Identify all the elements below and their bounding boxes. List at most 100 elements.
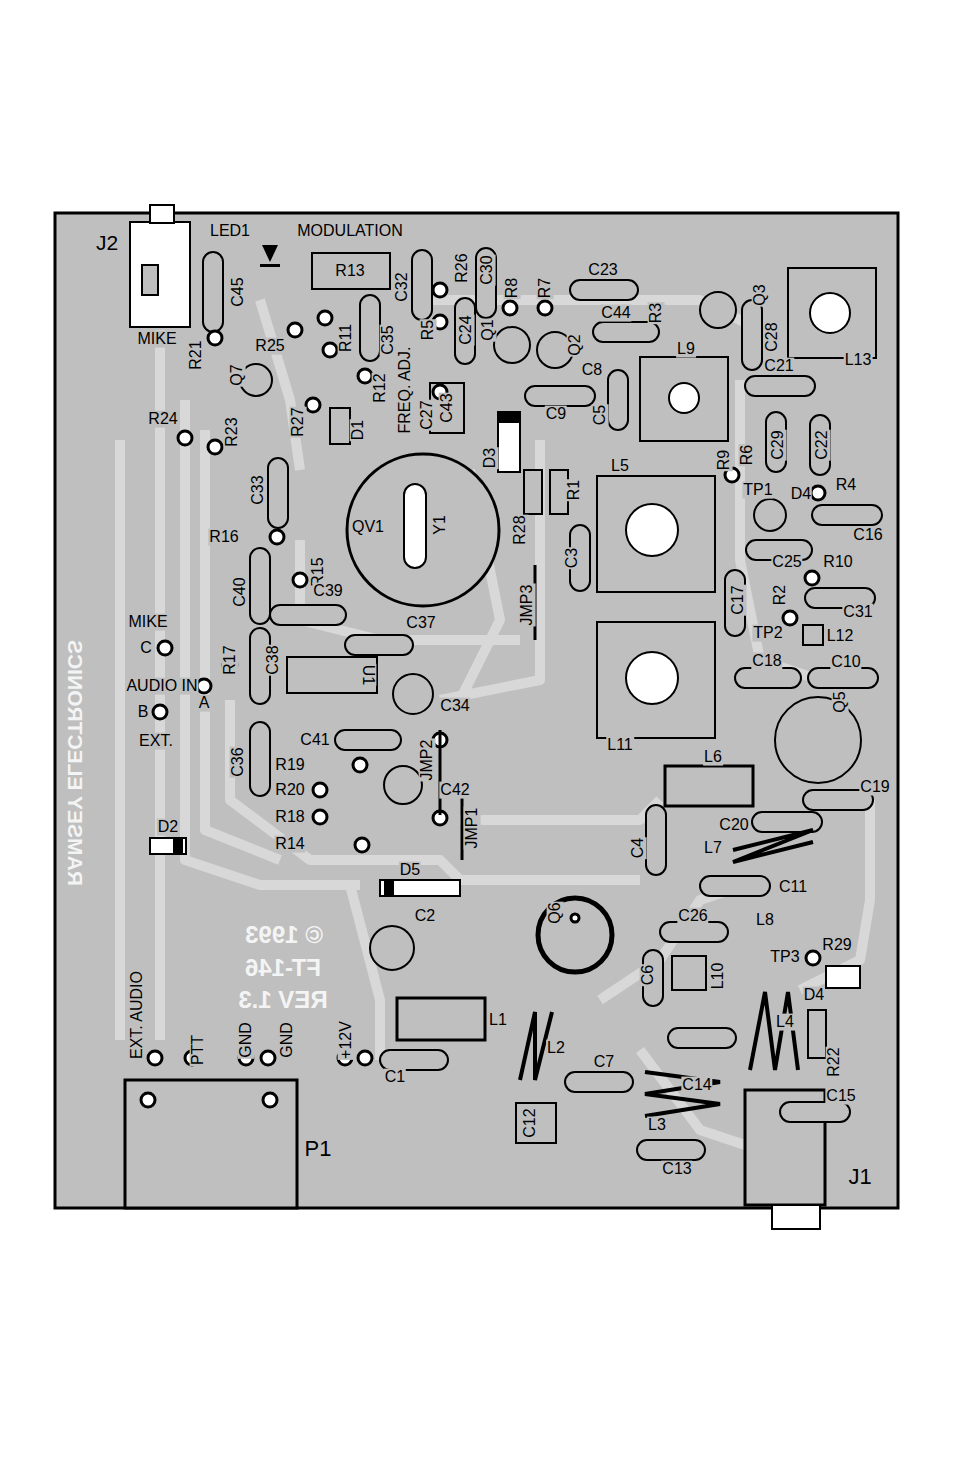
silkscreen-label: C36 — [230, 746, 247, 777]
silkscreen-label: R11 — [338, 323, 355, 353]
silkscreen-label: C27 — [419, 399, 436, 430]
silkscreen-label: D3 — [482, 447, 499, 469]
silkscreen-label: R12 — [372, 372, 389, 403]
silkscreen-label: B — [137, 704, 150, 721]
silkscreen-label: R5 — [420, 319, 437, 341]
silkscreen-label: JMP2 — [419, 739, 436, 782]
silkscreen-label: C34 — [439, 698, 470, 715]
silkscreen-label: L13 — [844, 352, 873, 369]
silkscreen-label: R22 — [826, 1046, 843, 1077]
silkscreen-label: C28 — [764, 321, 781, 352]
silkscreen-label: C21 — [763, 358, 794, 375]
silkscreen-label: MIKE — [136, 331, 177, 348]
silkscreen-label: R28 — [512, 514, 529, 545]
silkscreen-label: L7 — [703, 840, 723, 857]
silkscreen-label: C17 — [730, 584, 747, 615]
silkscreen-label: D4 — [790, 486, 812, 503]
silkscreen-label: R17 — [222, 644, 239, 675]
silkscreen-label: R26 — [454, 252, 471, 283]
silkscreen-label: JMP3 — [519, 584, 536, 627]
silkscreen-label: R13 — [334, 263, 365, 280]
silkscreen-label: R4 — [835, 477, 857, 494]
led-symbol — [260, 245, 280, 267]
silkscreen-label: C22 — [814, 429, 831, 460]
silkscreen-label: C15 — [825, 1088, 856, 1105]
silkscreen-label: C33 — [250, 474, 267, 505]
silkscreen-label: R24 — [147, 411, 178, 428]
silkscreen-label: C23 — [587, 262, 618, 279]
silkscreen-label: PTT — [190, 1034, 207, 1066]
silkscreen-label: R29 — [821, 937, 852, 954]
silkscreen-label: R27 — [290, 406, 307, 437]
silkscreen-label: C19 — [859, 779, 890, 796]
silkscreen-label: U1 — [360, 664, 377, 686]
silkscreen-label: TP2 — [752, 625, 783, 642]
silkscreen-label: C9 — [545, 406, 567, 423]
silkscreen-label: R6 — [739, 444, 756, 466]
silkscreen-label: C10 — [830, 654, 861, 671]
silkscreen-label: Q1 — [480, 318, 497, 341]
silkscreen-label: C13 — [661, 1161, 692, 1178]
silkscreen-label: D2 — [157, 819, 179, 836]
silkscreen-label: R8 — [504, 277, 521, 299]
component-outlines — [125, 205, 876, 1229]
silkscreen-label: EXT. — [138, 733, 174, 750]
silkscreen-label: L5 — [610, 458, 630, 475]
silkscreen-label: C44 — [600, 305, 631, 322]
silkscreen-label: C6 — [640, 964, 657, 986]
silkscreen-label: C42 — [439, 782, 470, 799]
silkscreen-label: GND — [279, 1021, 296, 1059]
silkscreen-label: C3 — [564, 547, 581, 569]
silkscreen-label: D4 — [803, 987, 825, 1004]
silkscreen-label: L3 — [647, 1117, 667, 1134]
silkscreen-label: R25 — [254, 338, 285, 355]
silkscreen-label: R20 — [274, 782, 305, 799]
silkscreen-label: C24 — [458, 314, 475, 345]
silkscreen-label: C32 — [394, 271, 411, 302]
silkscreen-label: LED1 — [209, 223, 251, 240]
silkscreen-label: Q5 — [832, 690, 849, 713]
silkscreen-label: R16 — [208, 529, 239, 546]
board-watermark: © 1993 — [244, 922, 324, 947]
silkscreen-label: R9 — [716, 449, 733, 471]
silkscreen-label: L8 — [755, 912, 775, 929]
silkscreen-label: C8 — [581, 362, 603, 379]
silkscreen-label: C37 — [405, 615, 436, 632]
board-watermark: REV 1.3 — [237, 987, 328, 1012]
silkscreen-label: TP1 — [742, 482, 773, 499]
silkscreen-label: Q2 — [567, 333, 584, 356]
silkscreen-label: R2 — [772, 584, 789, 606]
silkscreen-label: R7 — [537, 277, 554, 299]
silkscreen-label: L4 — [775, 1014, 795, 1031]
silkscreen-label: TP3 — [769, 949, 800, 966]
silkscreen-label: C12 — [522, 1107, 539, 1138]
silkscreen-label: L12 — [826, 628, 855, 645]
copper-traces — [120, 300, 870, 1150]
silkscreen-label: C25 — [771, 554, 802, 571]
silkscreen-label: FREQ. ADJ. — [397, 345, 414, 434]
silkscreen-label: J2 — [95, 232, 119, 254]
silkscreen-label: C26 — [677, 908, 708, 925]
silkscreen-label: C2 — [414, 908, 436, 925]
silkscreen-label: C40 — [232, 576, 249, 607]
silkscreen-label: P1 — [304, 1137, 333, 1160]
silkscreen-label: C11 — [778, 879, 808, 896]
silkscreen-label: GND — [238, 1021, 255, 1059]
silkscreen-label: D1 — [350, 419, 367, 441]
silkscreen-label: C14 — [681, 1077, 712, 1094]
silkscreen-label: C45 — [230, 276, 247, 307]
silkscreen-label: +12V — [338, 1020, 355, 1060]
silkscreen-label: R19 — [274, 757, 305, 774]
silkscreen-label: C38 — [265, 644, 282, 675]
silkscreen-label: L6 — [703, 749, 723, 766]
silkscreen-label: L2 — [546, 1040, 566, 1057]
silkscreen-label: R10 — [822, 554, 853, 571]
silkscreen-label: EXT. AUDIO — [129, 970, 146, 1060]
board-watermark: RAMSEY ELECTRONICS — [64, 639, 86, 887]
silkscreen-label: R3 — [648, 302, 665, 324]
jumper-wires — [440, 565, 535, 860]
silkscreen-label: L11 — [606, 737, 634, 754]
silkscreen-label: C39 — [312, 583, 343, 600]
board-outline — [55, 213, 898, 1208]
silkscreen-label: C5 — [592, 404, 609, 426]
